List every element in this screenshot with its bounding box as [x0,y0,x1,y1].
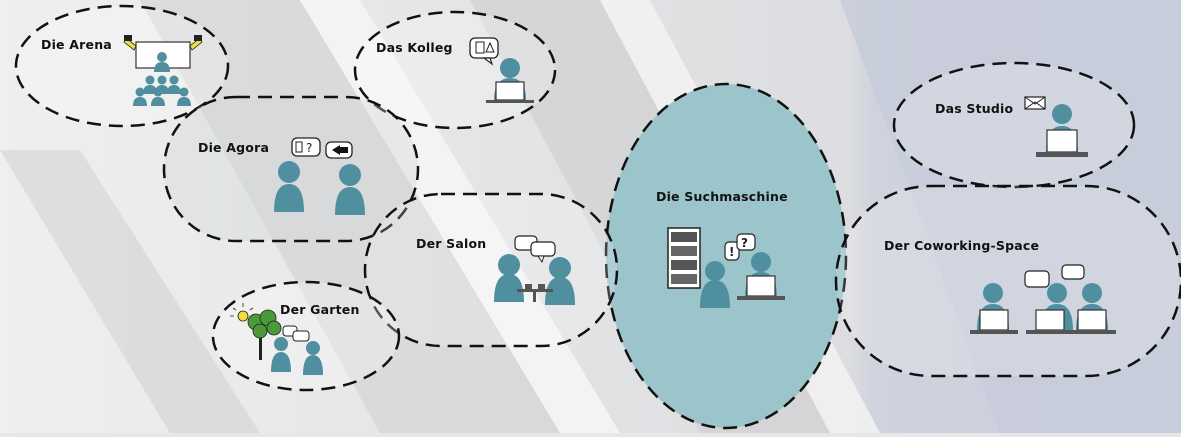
speech-bubbles-icon: ? [291,137,353,159]
label-kolleg: Das Kolleg [376,40,453,55]
label-coworking: Der Coworking-Space [884,238,1040,253]
audience-icon [133,52,191,106]
two-persons-icon [274,161,365,215]
speech-bubbles-icon [1024,264,1085,288]
space-salon [363,192,619,348]
space-coworking [834,184,1181,378]
label-garten: Der Garten [280,302,360,317]
question-speech-bubbles-icon: ! ? [724,233,756,261]
space-agora: ? [162,95,420,243]
label-agora: Die Agora [198,140,270,155]
label-studio: Das Studio [935,101,1014,116]
space-arena [14,4,230,128]
two-persons-table-icon [494,254,575,305]
envelope-icon [1024,96,1046,110]
svg-text:?: ? [741,236,748,250]
label-arena: Die Arena [41,37,112,52]
space-studio [892,61,1136,189]
sun-icon [230,303,254,322]
three-persons-laptops-icon [970,283,1116,334]
bookshelf-icon [667,227,701,289]
document-speech-bubble-icon [469,37,499,66]
speech-bubbles-icon [282,325,310,342]
svg-text:?: ? [306,141,312,155]
person-laptop-icon [737,252,785,300]
person-laptop-icon [1036,104,1088,157]
space-garten [211,280,401,392]
label-suchmaschine: Die Suchmaschine [656,189,788,204]
space-kolleg [353,10,557,130]
salon-boundary [363,192,619,348]
label-salon: Der Salon [416,236,487,251]
arena-boundary [14,4,230,128]
svg-text:!: ! [729,245,734,259]
tree-icon [247,309,282,360]
person-icon [700,261,730,308]
space-suchmaschine: ! ? [604,82,848,430]
studio-boundary [892,61,1136,189]
person-laptop-icon [486,58,534,103]
coworking-boundary [834,184,1181,378]
speech-bubbles-icon [514,235,556,264]
two-persons-icon [271,337,323,375]
